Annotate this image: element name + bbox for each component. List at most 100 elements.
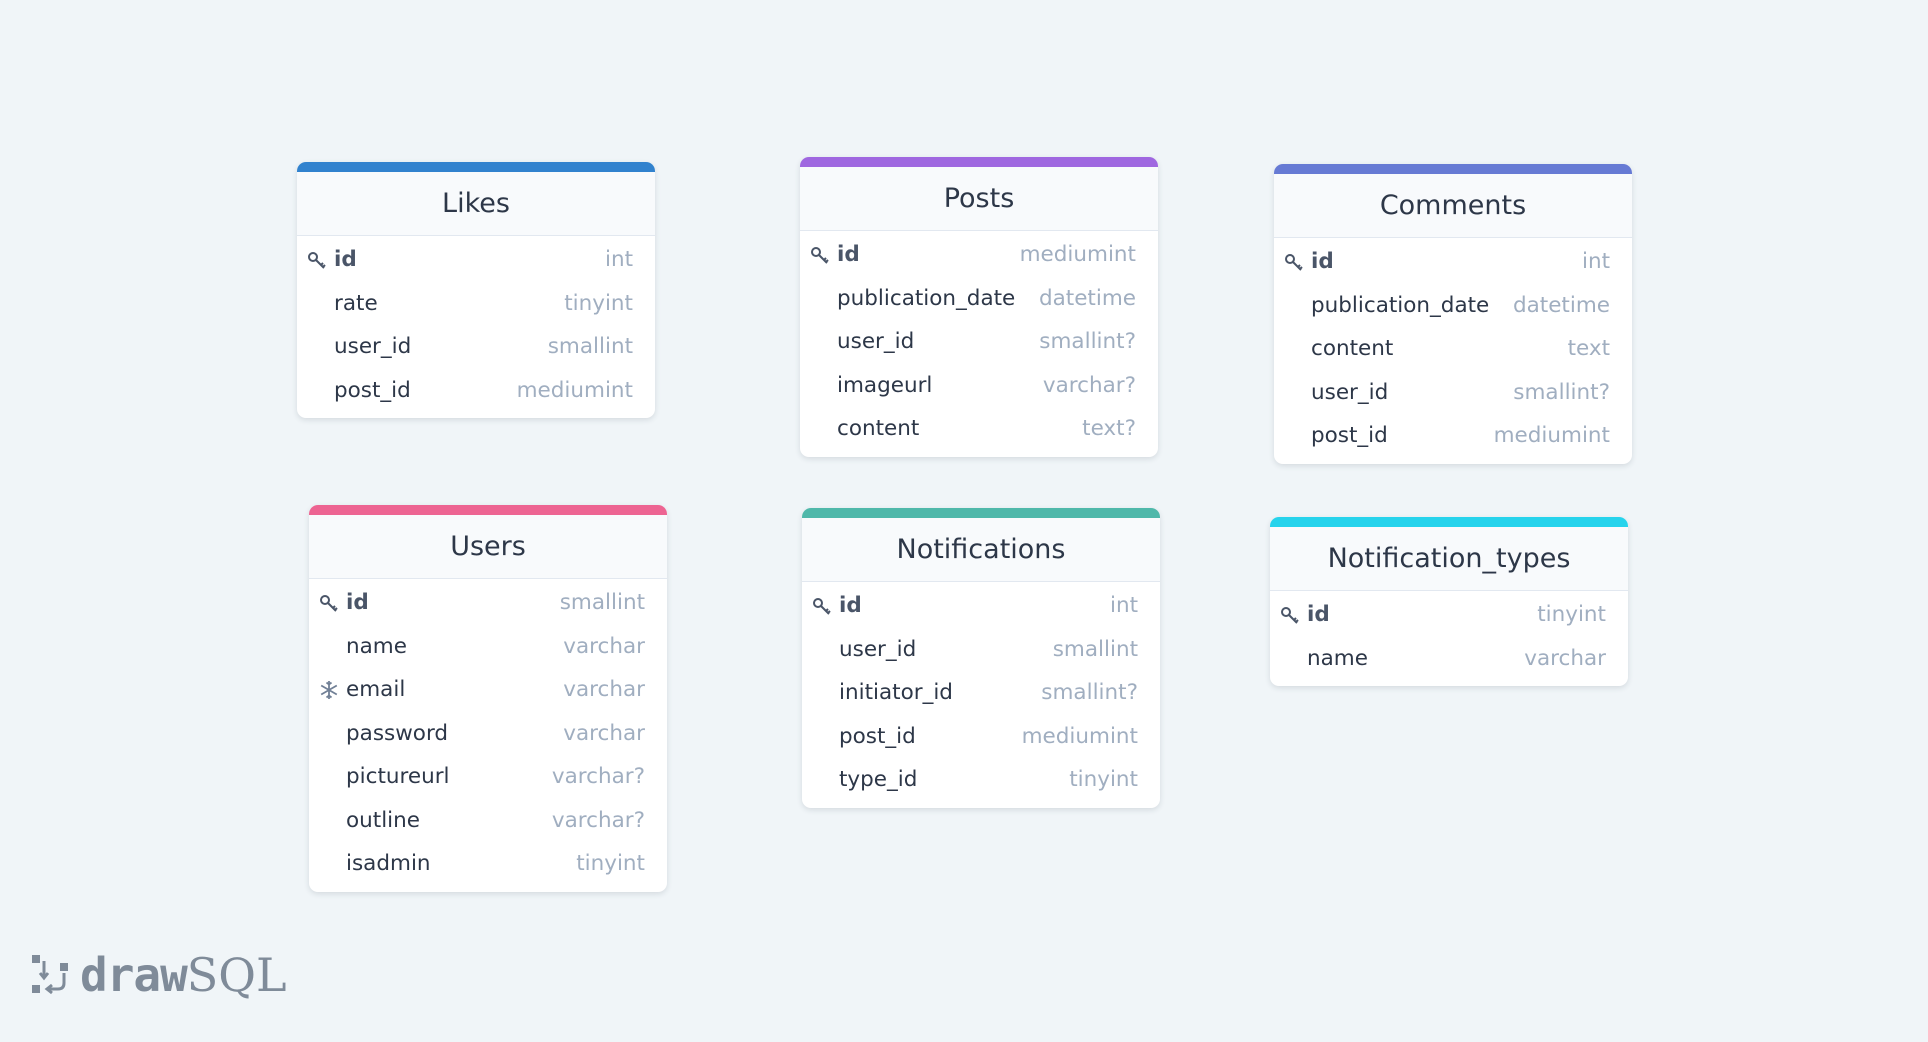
field-row[interactable]: post_id mediumint: [802, 715, 1160, 759]
field-row[interactable]: user_id smallint: [297, 325, 655, 369]
field-name: id: [346, 590, 369, 615]
field-row[interactable]: user_id smallint?: [1274, 371, 1632, 415]
field-name: id: [1311, 249, 1334, 274]
field-name: email: [346, 677, 406, 702]
field-row[interactable]: id smallint: [309, 581, 667, 625]
field-name: publication_date: [1311, 292, 1490, 318]
field-row[interactable]: publication_date datetime: [800, 277, 1158, 321]
field-name: rate: [334, 290, 378, 316]
field-row[interactable]: outline varchar?: [309, 799, 667, 843]
field-row[interactable]: post_id mediumint: [297, 369, 655, 413]
key-icon: [308, 252, 326, 269]
table-posts[interactable]: Posts id mediumint publication_date date…: [800, 157, 1158, 457]
field-row[interactable]: initiator_id smallint?: [802, 671, 1160, 715]
field-name: id: [837, 242, 860, 267]
field-type: varchar?: [551, 807, 645, 833]
field-type: smallint: [559, 590, 645, 615]
field-name: isadmin: [346, 851, 431, 876]
field-row[interactable]: id mediumint: [800, 233, 1158, 277]
field-name: outline: [346, 807, 421, 833]
field-type: tinyint: [1069, 767, 1138, 792]
field-name: type_id: [839, 767, 918, 792]
field-type: mediumint: [1019, 242, 1136, 267]
field-type: text?: [1082, 416, 1136, 441]
field-type: varchar: [563, 677, 645, 702]
field-type: mediumint: [516, 377, 633, 403]
table-title[interactable]: Notifications: [802, 508, 1160, 582]
logo-text-draw: draw: [80, 948, 188, 1002]
field-name: content: [1311, 336, 1394, 361]
field-row[interactable]: type_id tinyint: [802, 758, 1160, 802]
key-icon: [320, 595, 338, 612]
field-row[interactable]: password varchar: [309, 712, 667, 756]
drawsql-logo[interactable]: draw SQL: [30, 948, 287, 1002]
field-name: id: [839, 593, 862, 618]
table-title[interactable]: Posts: [800, 157, 1158, 231]
field-row[interactable]: email varchar: [309, 668, 667, 712]
field-type: mediumint: [1021, 723, 1138, 749]
table-title[interactable]: Likes: [297, 162, 655, 236]
table-notifications[interactable]: Notifications id int user_id smallint in…: [802, 508, 1160, 808]
field-name: id: [1307, 602, 1330, 627]
table-title[interactable]: Comments: [1274, 164, 1632, 238]
snowflake-icon: [320, 681, 338, 699]
field-row[interactable]: name varchar: [1270, 637, 1628, 681]
field-name: post_id: [839, 723, 916, 749]
field-name: name: [1307, 645, 1368, 671]
field-name: publication_date: [837, 285, 1016, 311]
field-name: post_id: [334, 377, 411, 403]
field-row[interactable]: content text: [1274, 327, 1632, 371]
key-icon: [1281, 607, 1299, 624]
table-users[interactable]: Users id smallint name varchar email var…: [309, 505, 667, 892]
field-row[interactable]: post_id mediumint: [1274, 414, 1632, 458]
field-type: varchar: [563, 720, 645, 746]
table-likes[interactable]: Likes id int rate tinyint user_id smalli…: [297, 162, 655, 418]
field-type: int: [604, 247, 633, 272]
field-row[interactable]: user_id smallint: [802, 628, 1160, 672]
field-row[interactable]: imageurl varchar?: [800, 364, 1158, 408]
field-type: smallint: [1052, 636, 1138, 662]
field-name: user_id: [837, 329, 915, 354]
field-row[interactable]: pictureurl varchar?: [309, 755, 667, 799]
field-name: id: [334, 247, 357, 272]
table-comments[interactable]: Comments id int publication_date datetim…: [1274, 164, 1632, 464]
key-icon: [811, 247, 829, 264]
field-type: mediumint: [1493, 423, 1610, 448]
field-row[interactable]: id int: [1274, 240, 1632, 284]
field-type: int: [1109, 593, 1138, 618]
field-name: initiator_id: [839, 680, 953, 705]
field-type: smallint?: [1041, 680, 1138, 705]
field-name: pictureurl: [346, 764, 450, 789]
field-type: smallint?: [1039, 329, 1136, 354]
field-type: varchar?: [551, 764, 645, 789]
field-type: tinyint: [576, 851, 645, 876]
field-row[interactable]: rate tinyint: [297, 282, 655, 326]
field-name: user_id: [839, 636, 917, 662]
field-type: tinyint: [564, 290, 633, 316]
field-name: password: [346, 720, 449, 746]
field-row[interactable]: publication_date datetime: [1274, 284, 1632, 328]
field-type: int: [1581, 249, 1610, 274]
field-row[interactable]: user_id smallint?: [800, 320, 1158, 364]
field-type: smallint?: [1513, 379, 1610, 405]
field-row[interactable]: content text?: [800, 407, 1158, 451]
logo-text-sql: SQL: [186, 948, 287, 1002]
field-name: content: [837, 416, 920, 441]
field-type: varchar: [1524, 645, 1606, 671]
field-row[interactable]: isadmin tinyint: [309, 842, 667, 886]
field-row[interactable]: id int: [297, 238, 655, 282]
key-icon: [1285, 254, 1303, 271]
field-type: text: [1567, 336, 1610, 361]
field-name: user_id: [334, 334, 412, 359]
table-title[interactable]: Users: [309, 505, 667, 579]
table-notification-types[interactable]: Notification_types id tinyint name varch…: [1270, 517, 1628, 686]
logo-mark-icon: [32, 955, 68, 995]
field-row[interactable]: id tinyint: [1270, 593, 1628, 637]
field-name: imageurl: [837, 372, 933, 398]
field-row[interactable]: id int: [802, 584, 1160, 628]
field-name: name: [346, 633, 407, 659]
field-row[interactable]: name varchar: [309, 625, 667, 669]
field-type: smallint: [547, 334, 633, 359]
table-title[interactable]: Notification_types: [1270, 517, 1628, 591]
